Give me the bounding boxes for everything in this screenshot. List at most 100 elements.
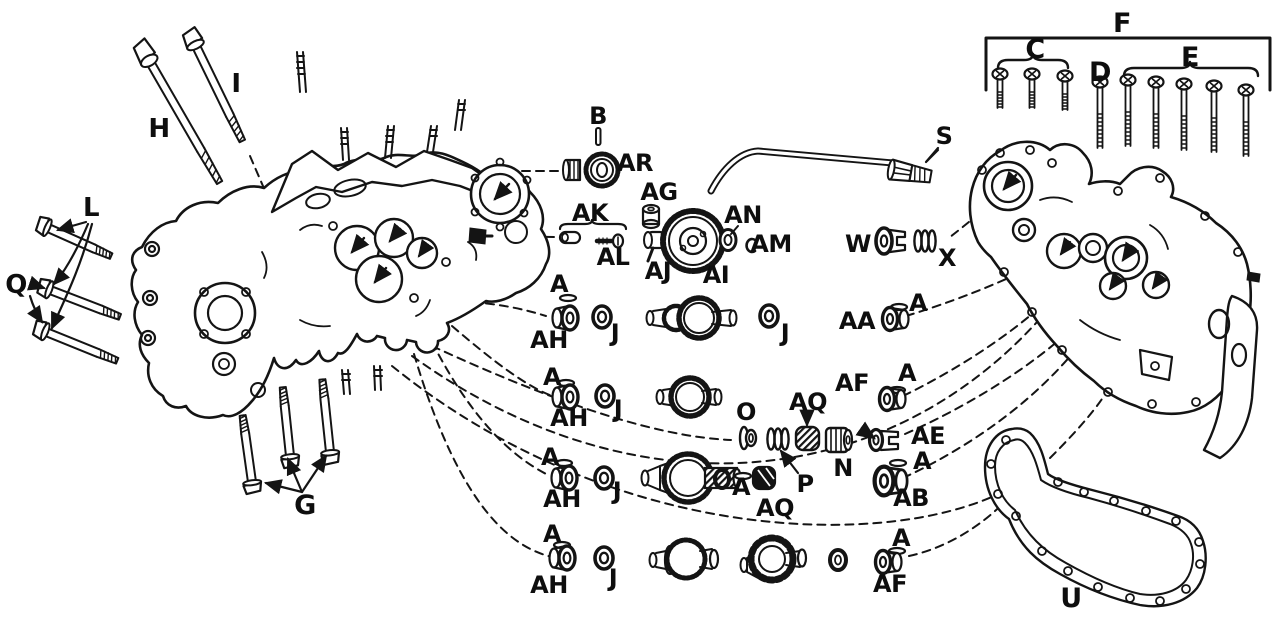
part-J-washer xyxy=(593,465,615,491)
part-N-gear xyxy=(824,426,854,454)
part-label-I: I xyxy=(231,69,240,99)
screw-C-2 xyxy=(1023,67,1041,110)
part-label-A6: A xyxy=(541,443,560,471)
part-label-AB: AB xyxy=(893,484,929,512)
part-AR-gear xyxy=(562,151,621,189)
part-label-AQ1: AQ xyxy=(789,388,827,416)
part-label-AG: AG xyxy=(640,178,677,206)
part-label-AF1: AF xyxy=(835,369,869,397)
part-label-A1: A xyxy=(550,270,569,298)
part-label-O: O xyxy=(736,398,756,426)
case-ear-holes xyxy=(139,240,161,347)
part-label-AH2: AH xyxy=(550,404,588,432)
screw-E-4 xyxy=(1205,79,1223,154)
part-label-A5: A xyxy=(913,447,932,475)
case-flange-holes-right xyxy=(977,145,1243,409)
gasket-bolt-holes xyxy=(986,435,1205,606)
part-AL-screw xyxy=(594,233,625,249)
part-J-washer xyxy=(758,303,780,329)
part-label-H: H xyxy=(148,114,169,144)
part-label-A8: A xyxy=(543,520,562,548)
gear-cluster-3 xyxy=(640,451,742,505)
part-label-AA: AA xyxy=(839,307,876,335)
part-label-X: X xyxy=(938,244,957,272)
part-label-A9: A xyxy=(892,524,911,552)
case-casting-lines-right xyxy=(1039,196,1169,341)
part-AA-bushing xyxy=(880,305,911,333)
screw-C-3 xyxy=(1056,69,1074,112)
case-side-screw xyxy=(1246,271,1261,283)
part-label-AH3: AH xyxy=(543,485,581,513)
part-label-AE: AE xyxy=(911,422,945,450)
part-J-washer xyxy=(594,383,616,409)
part-label-AM: AM xyxy=(750,230,791,258)
part-AK-pins xyxy=(558,218,628,245)
case-crank-flange xyxy=(193,281,266,398)
part-label-AI: AI xyxy=(703,261,730,289)
case-oil-plug xyxy=(468,227,494,245)
part-label-AH4: AH xyxy=(530,571,568,599)
part-label-E: E xyxy=(1181,42,1199,73)
part-label-A7: A xyxy=(732,473,751,501)
part-label-D: D xyxy=(1089,57,1111,88)
left-crankcase-half xyxy=(130,51,551,419)
part-label-G: G xyxy=(294,490,316,521)
part-AF-bushing xyxy=(877,385,908,413)
part-label-Q: Q xyxy=(5,270,27,300)
case-timing-opening xyxy=(469,157,532,244)
pipe-fitting xyxy=(886,158,933,184)
case-bearing-bores-right xyxy=(982,160,1231,340)
screw-E-3 xyxy=(1175,77,1193,152)
part-label-J1: J xyxy=(609,319,619,347)
part-label-J4: J xyxy=(611,477,621,505)
part-label-B: B xyxy=(589,102,607,130)
part-label-F: F xyxy=(1113,8,1131,39)
part-W-bushing xyxy=(874,226,907,256)
part-label-J2: J xyxy=(779,319,789,347)
part-AQ-roller-retainer-dark xyxy=(751,465,777,491)
part-AG xyxy=(641,203,661,230)
part-label-AN: AN xyxy=(724,201,762,229)
gasket xyxy=(983,427,1207,608)
part-end-washer xyxy=(713,468,731,490)
right-crankcase-half xyxy=(968,140,1261,460)
part-label-AJ: AJ xyxy=(645,257,672,285)
part-label-A4: A xyxy=(898,359,917,387)
callout-arrows xyxy=(26,148,940,495)
gear-cluster-2 xyxy=(655,375,723,419)
screw-C-1 xyxy=(991,67,1009,110)
part-J-washer xyxy=(591,304,613,330)
part-A-washer xyxy=(888,458,908,468)
brace-E xyxy=(1122,60,1260,78)
gear-cluster-4 xyxy=(648,537,720,581)
part-label-AL: AL xyxy=(597,243,630,271)
part-label-U: U xyxy=(1060,583,1081,614)
brace-C xyxy=(996,52,1070,70)
oil-pipe xyxy=(707,146,940,195)
case-bearing-bores xyxy=(328,217,451,304)
case-studs xyxy=(296,51,466,395)
part-label-J5: J xyxy=(607,564,617,592)
part-label-AH1: AH xyxy=(530,326,568,354)
part-X-spring xyxy=(913,229,937,253)
part-AM-clip xyxy=(745,237,757,254)
part-label-AR: AR xyxy=(617,149,653,177)
part-label-W: W xyxy=(845,230,871,258)
part-label-P: P xyxy=(796,470,813,498)
part-AN-washer xyxy=(718,225,739,252)
part-label-N: N xyxy=(833,454,853,482)
screw-E-1 xyxy=(1119,73,1137,148)
screw-E-5 xyxy=(1237,83,1255,158)
bolt-H xyxy=(129,35,229,189)
part-label-AF2: AF xyxy=(873,570,907,598)
gear-cluster-5 xyxy=(739,534,808,584)
case-casting-lines xyxy=(261,223,478,328)
bolt-set-L xyxy=(29,214,125,371)
part-label-AK: AK xyxy=(572,199,610,227)
part-P-springs xyxy=(766,427,790,451)
screw-E-2 xyxy=(1147,75,1165,150)
part-label-L: L xyxy=(83,193,99,223)
